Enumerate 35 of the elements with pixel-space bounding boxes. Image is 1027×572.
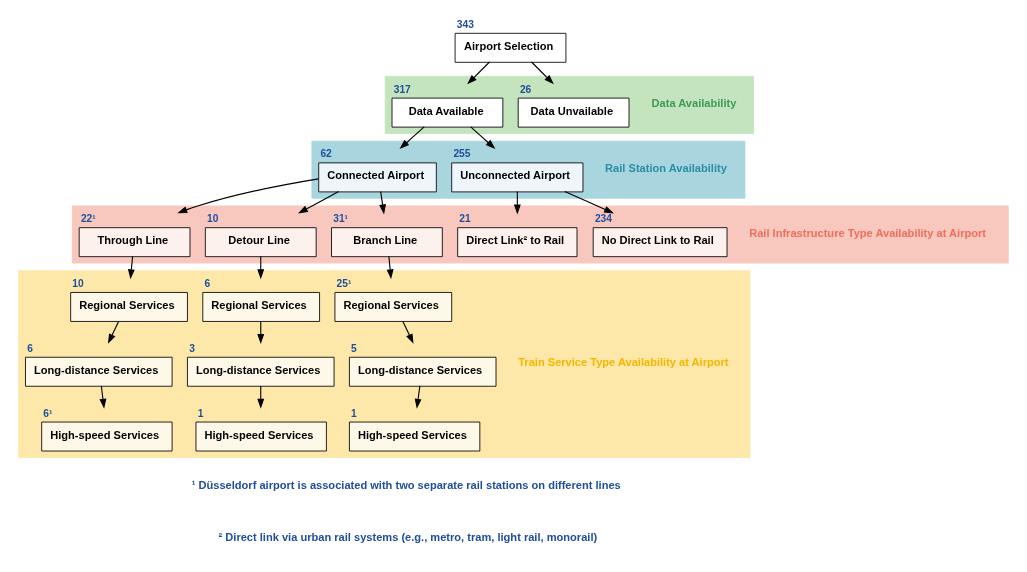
arrow [107, 320, 120, 344]
label: ² Direct link via urban rail systems (e.g., metro, tram, light rail, monorail) [218, 530, 598, 543]
node-label: 62 [320, 147, 332, 159]
node-label: 1 [197, 407, 204, 419]
node-label: 25¹ [336, 277, 352, 289]
node-label: 31¹ [333, 212, 348, 224]
arrow [177, 177, 319, 213]
node-label: 3 [189, 342, 195, 354]
arrow [386, 255, 394, 279]
arrow [470, 125, 496, 149]
node-label: 5 [351, 342, 357, 354]
arrow [402, 320, 414, 344]
node-label: 6¹ [43, 407, 53, 419]
node-label: 317 [393, 83, 411, 95]
arrow [530, 60, 554, 84]
arrow [379, 190, 387, 214]
arrow [564, 190, 615, 213]
node-label: 26 [519, 83, 532, 95]
arrow [414, 384, 422, 409]
node-label: 22¹ [80, 212, 96, 224]
node-label: 343 [456, 18, 474, 30]
node-label: 10 [72, 277, 84, 289]
arrow [467, 60, 491, 84]
label: ¹ Düsseldorf airport is associated with two separate rail stations on different lines [191, 478, 621, 491]
node-label: 1 [351, 407, 357, 419]
node-label: 10 [207, 212, 219, 224]
arrow [399, 125, 425, 149]
arrow [298, 190, 340, 214]
arrow [99, 384, 107, 409]
node-label: 234 [594, 212, 612, 224]
node-label: 6 [27, 342, 33, 354]
arrow [127, 255, 135, 279]
node-label: 21 [459, 212, 471, 224]
node-label: 6 [204, 277, 211, 289]
node-label: 255 [453, 147, 471, 159]
